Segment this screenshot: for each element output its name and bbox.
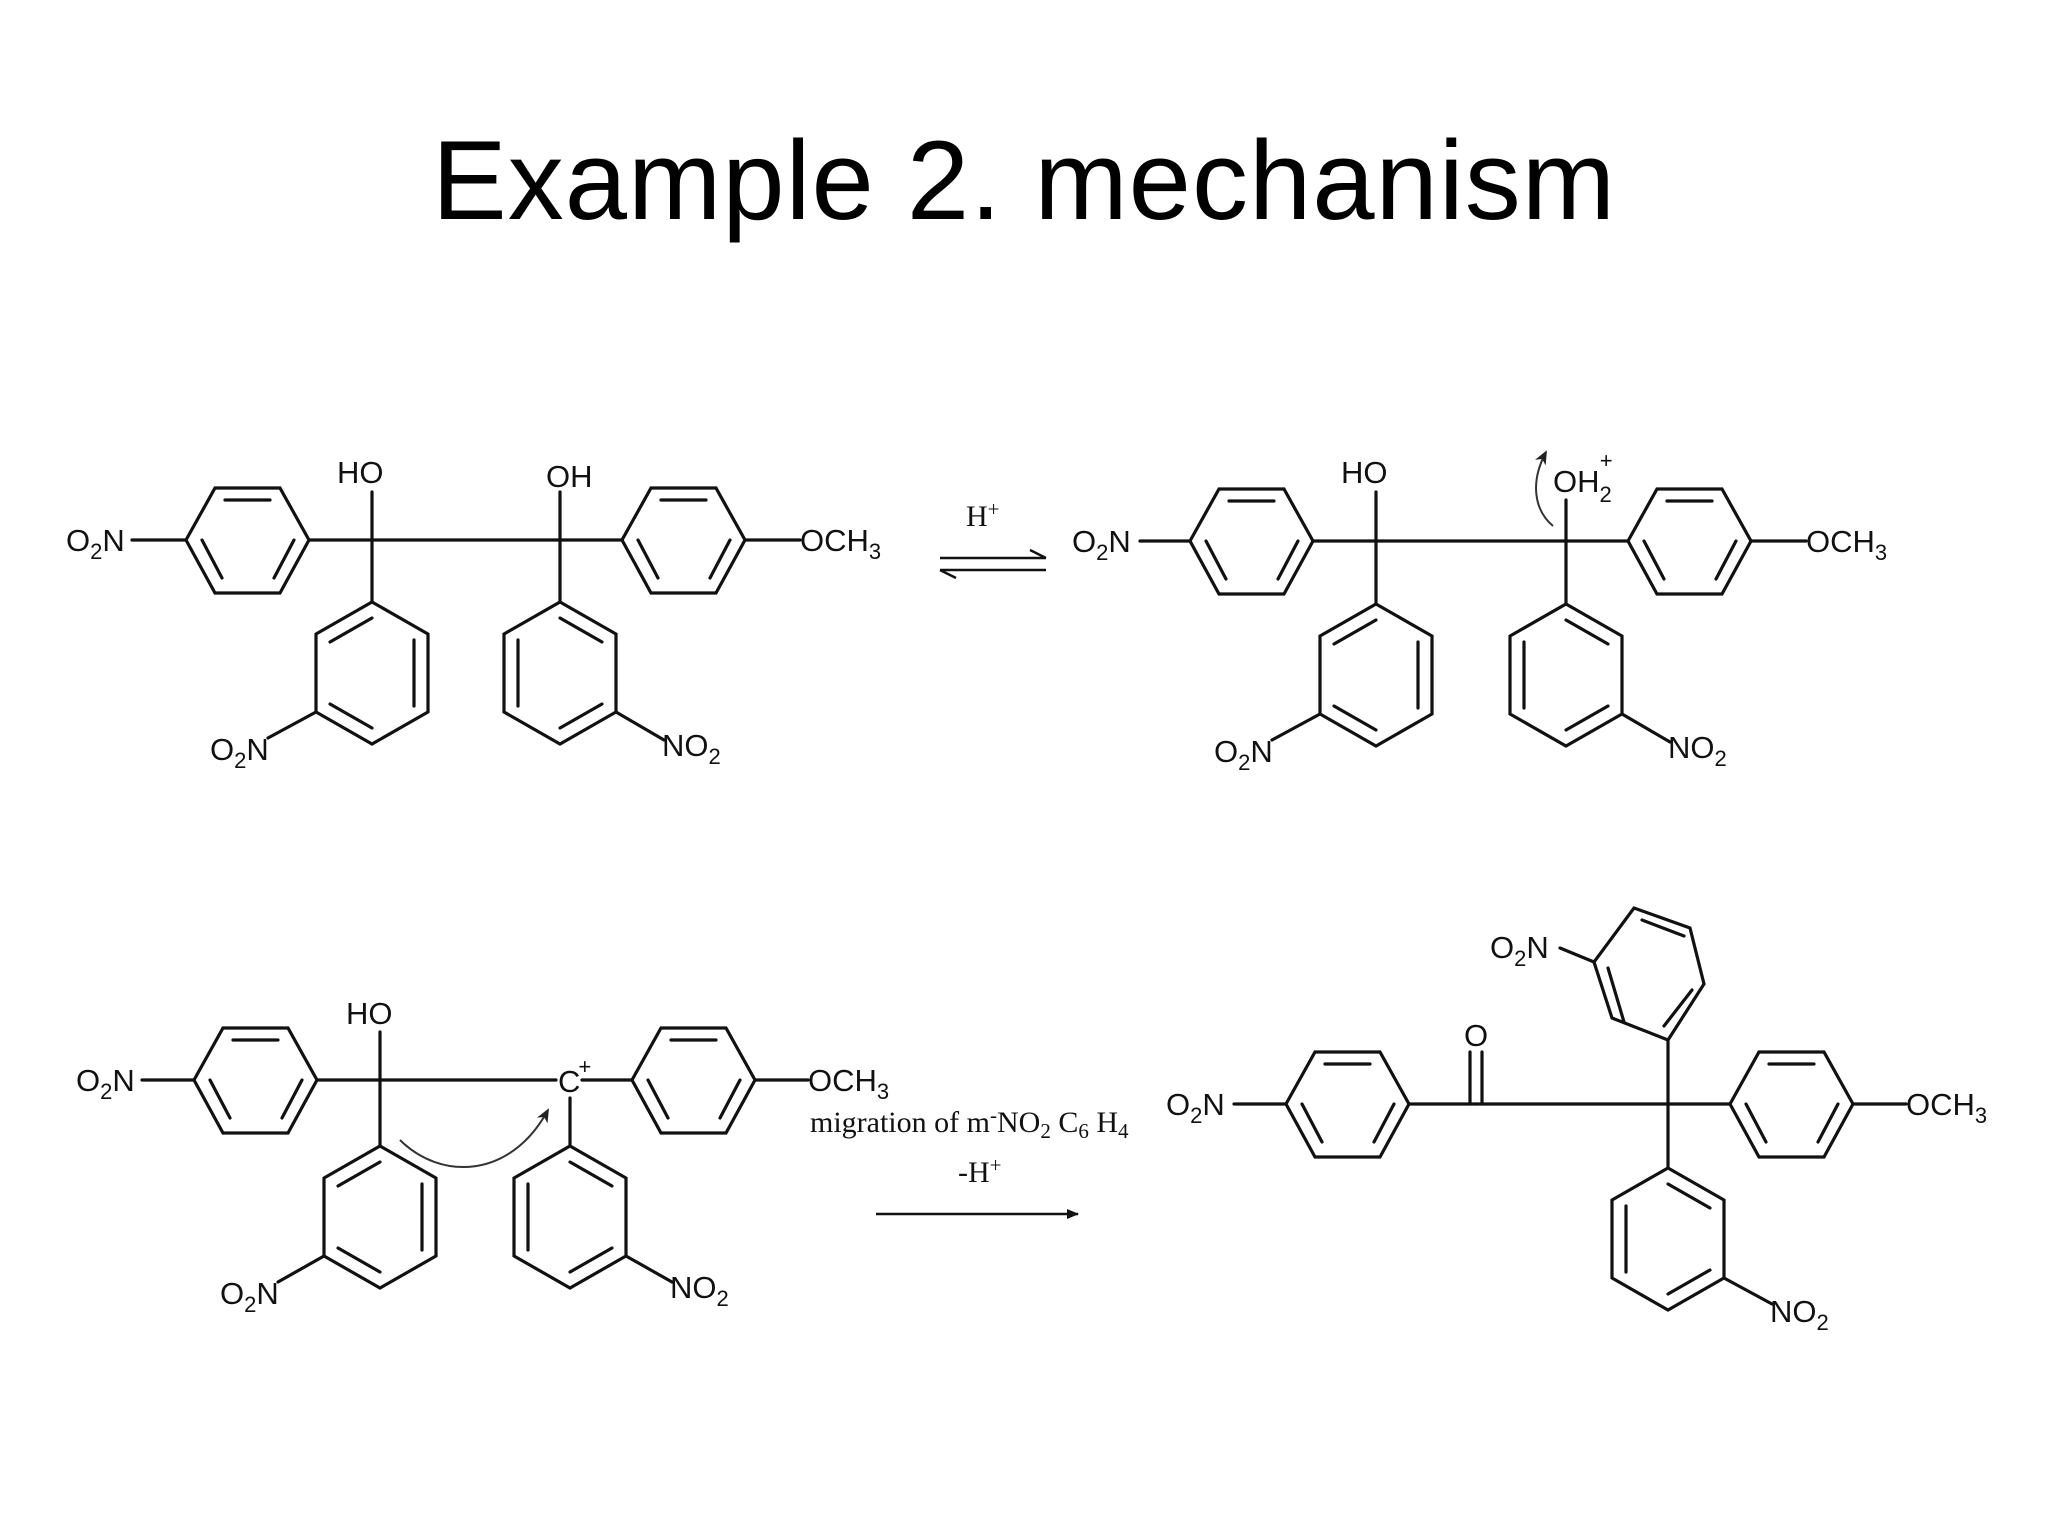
reaction-condition-label: migration of m-NO2 C6 H4 xyxy=(810,1103,1129,1143)
oxonium-label: OH2+ xyxy=(1553,448,1613,507)
methoxy-group-label: OCH3 xyxy=(1906,1087,1987,1128)
methoxy-group-label: OCH3 xyxy=(800,523,881,564)
ring-meta-nitrophenyl-left xyxy=(314,600,430,746)
ring-nitrophenyl-left xyxy=(184,486,311,595)
nitro-group-label: O2N xyxy=(66,523,125,564)
hydroxyl-label: OH xyxy=(546,459,593,494)
nitro-group-label: NO2 xyxy=(1770,1294,1829,1335)
hydroxyl-label: HO xyxy=(1341,455,1388,490)
nitro-group-label: O2N xyxy=(210,732,269,773)
migration-reaction-arrow: migration of m-NO2 C6 H4 -H+ xyxy=(810,1103,1129,1219)
ring-meta-nitrophenyl-top xyxy=(1592,906,1706,1042)
curved-arrow xyxy=(1535,450,1554,527)
ring-methoxyphenyl xyxy=(620,486,747,595)
nitro-group-label: NO2 xyxy=(1668,730,1727,771)
ring-meta-nitrophenyl-right xyxy=(512,1144,628,1290)
nitro-group-label: O2N xyxy=(1072,524,1131,565)
structure-3-carbocation: HO C+ O2N O2N NO2 OCH3 xyxy=(76,996,889,1317)
methoxy-group-label: OCH3 xyxy=(808,1063,889,1104)
ring-meta-nitrophenyl-left xyxy=(322,1144,438,1290)
protonation-equilibrium-arrow: H+ xyxy=(939,497,1047,580)
nitro-group-label: NO2 xyxy=(670,1270,729,1311)
hydroxyl-label: HO xyxy=(346,996,393,1031)
reagent-label: H+ xyxy=(966,497,1000,533)
ring-meta-nitrophenyl-left xyxy=(1318,602,1434,748)
nitro-group-label: O2N xyxy=(220,1276,279,1317)
structure-4-ketone-product: O O2N O2N NO2 OCH3 xyxy=(1166,906,1987,1335)
nitro-group-label: O2N xyxy=(1166,1087,1225,1128)
ring-meta-nitrophenyl-right xyxy=(1508,602,1624,748)
slide-title: Example 2. mechanism xyxy=(431,118,1617,243)
structure-2-protonated-diol: HO OH2+ O2N O2N NO2 OCH3 xyxy=(1072,448,1887,775)
nitro-group-label: O2N xyxy=(1214,734,1273,775)
structure-1-diol: HO OH O2N O2N NO2 OCH3 xyxy=(66,455,881,773)
carbocation-label: C+ xyxy=(558,1054,591,1099)
hydroxyl-label: HO xyxy=(337,455,384,490)
ring-meta-nitrophenyl-right xyxy=(502,600,618,746)
reaction-condition-label: -H+ xyxy=(958,1153,1002,1189)
nitro-group-label: O2N xyxy=(76,1063,135,1104)
ring-nitrophenyl-left xyxy=(1188,487,1315,596)
ring-nitrophenyl-left xyxy=(1284,1050,1411,1159)
ring-meta-nitrophenyl-bottom xyxy=(1610,1166,1726,1312)
ring-nitrophenyl-left xyxy=(192,1026,319,1135)
ring-methoxyphenyl xyxy=(1626,487,1753,596)
curved-arrow xyxy=(399,1108,549,1168)
nitro-group-label: O2N xyxy=(1490,930,1549,971)
nitro-group-label: NO2 xyxy=(662,728,721,769)
ring-methoxyphenyl xyxy=(630,1026,757,1135)
carbonyl-oxygen-label: O xyxy=(1464,1018,1488,1053)
ring-methoxyphenyl xyxy=(1728,1050,1855,1159)
methoxy-group-label: OCH3 xyxy=(1806,524,1887,565)
